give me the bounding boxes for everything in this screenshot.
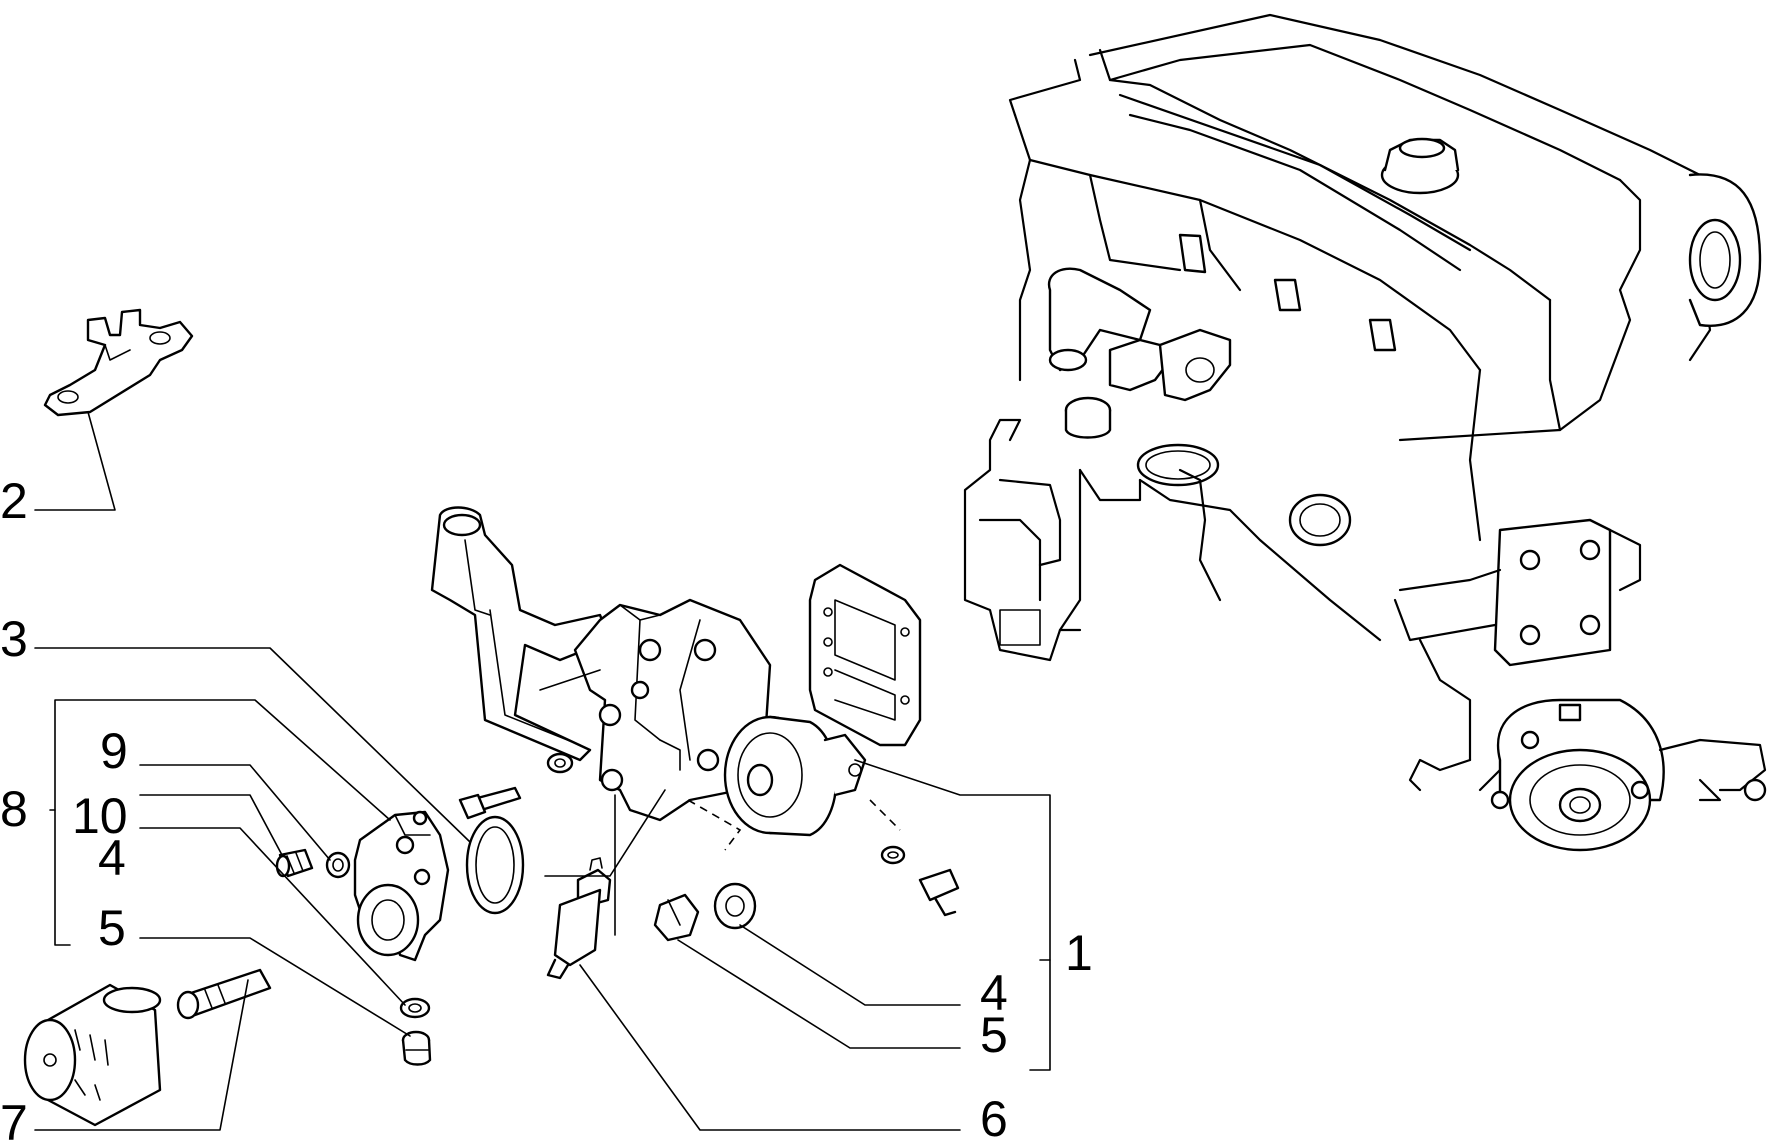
plug-part-5-left [401,1030,432,1066]
oil-filter-part [23,983,162,1127]
plug-part-5-right [653,893,700,942]
callout-label: 10 [72,788,128,844]
callout-label: 1 [1065,925,1093,981]
engine-block-drawing [963,13,1767,852]
filter-nipple-part [176,968,272,1020]
bracket-part [43,308,194,417]
o-ring-part [465,815,525,915]
callout-label: 3 [0,611,28,667]
callout-label: 6 [980,1091,1008,1143]
callout-label: 7 [0,1095,28,1143]
callout-label: 8 [0,781,28,837]
callout-label: 5 [980,1007,1008,1063]
washer-part-9 [325,851,351,879]
washer-part-4-left [399,997,431,1019]
callout-label: 5 [98,900,126,956]
callout-label: 9 [100,723,128,779]
callout-label: 4 [980,965,1008,1021]
leader-lines [34,411,1051,1131]
pressure-switch-part [546,857,612,980]
callout-label: 2 [0,473,28,529]
filter-support-part [353,810,450,962]
callout-labels: 2 3 9 8 10 4 5 7 1 4 5 6 [0,473,1093,1148]
washer-part-4-right [713,882,757,930]
oil-pump-assembly [430,506,960,917]
callout-label: 4 [98,830,126,886]
